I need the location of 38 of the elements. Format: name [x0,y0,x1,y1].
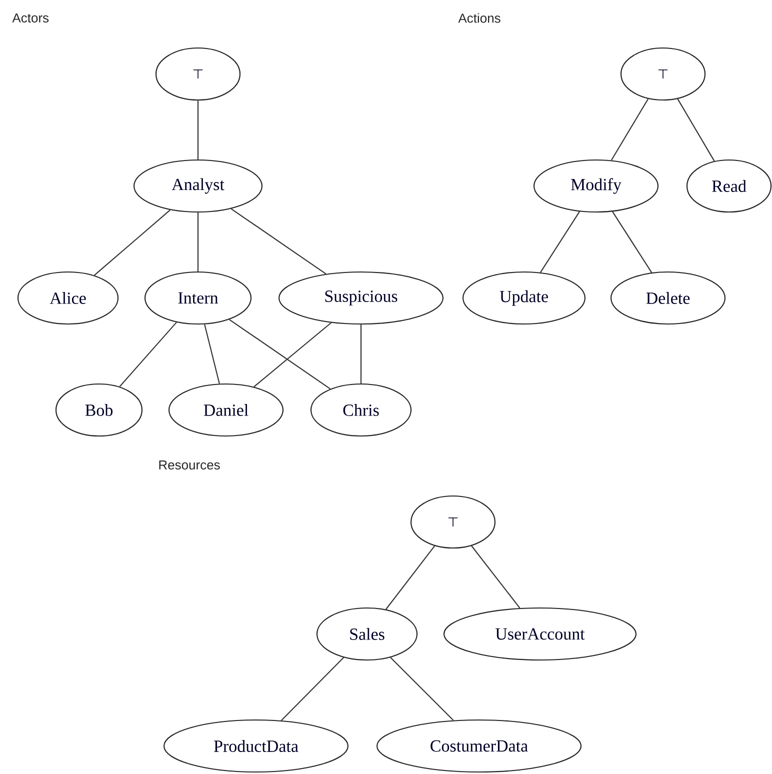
connector-line [254,322,332,388]
connector-line [230,208,326,274]
connector-line [471,546,520,608]
ellipse-node: Read [686,159,772,213]
ellipse-node: Alice [17,271,119,325]
ellipse-node: ⊤ [410,495,496,549]
connector-line [360,324,362,384]
ellipse-node: Daniel [168,383,284,437]
connector-line [610,98,649,161]
connector-line [385,546,436,610]
ellipse-node: Intern [144,271,252,325]
connector-line [612,211,652,273]
ellipse-node: Delete [610,271,726,325]
ellipse-node: Suspicious [278,271,444,325]
connector-line [197,100,199,160]
connector-line [119,322,177,387]
connector-line [280,657,344,721]
ellipse-node: CostumerData [376,719,582,773]
connector-line [390,657,454,721]
ellipse-node: Chris [310,383,412,437]
connector-line [197,212,199,272]
ellipse-node: Update [462,271,586,325]
ellipse-node: ProductData [163,719,349,773]
connector-line [94,210,171,276]
ellipse-node: Sales [316,607,418,661]
group-title: Resources [159,460,220,470]
connector-line [677,98,715,162]
ellipse-node: Bob [55,383,143,437]
connector-line [229,319,331,390]
ellipse-node: UserAccount [443,607,637,661]
ellipse-node: Modify [533,159,659,213]
group-title: Actions [458,13,500,23]
group-title: Actors [12,13,49,23]
connector-line [540,211,580,273]
connector-line [204,324,220,384]
ellipse-node: Analyst [133,159,263,213]
ellipse-node: ⊤ [155,47,241,101]
ellipse-node: ⊤ [620,47,706,101]
